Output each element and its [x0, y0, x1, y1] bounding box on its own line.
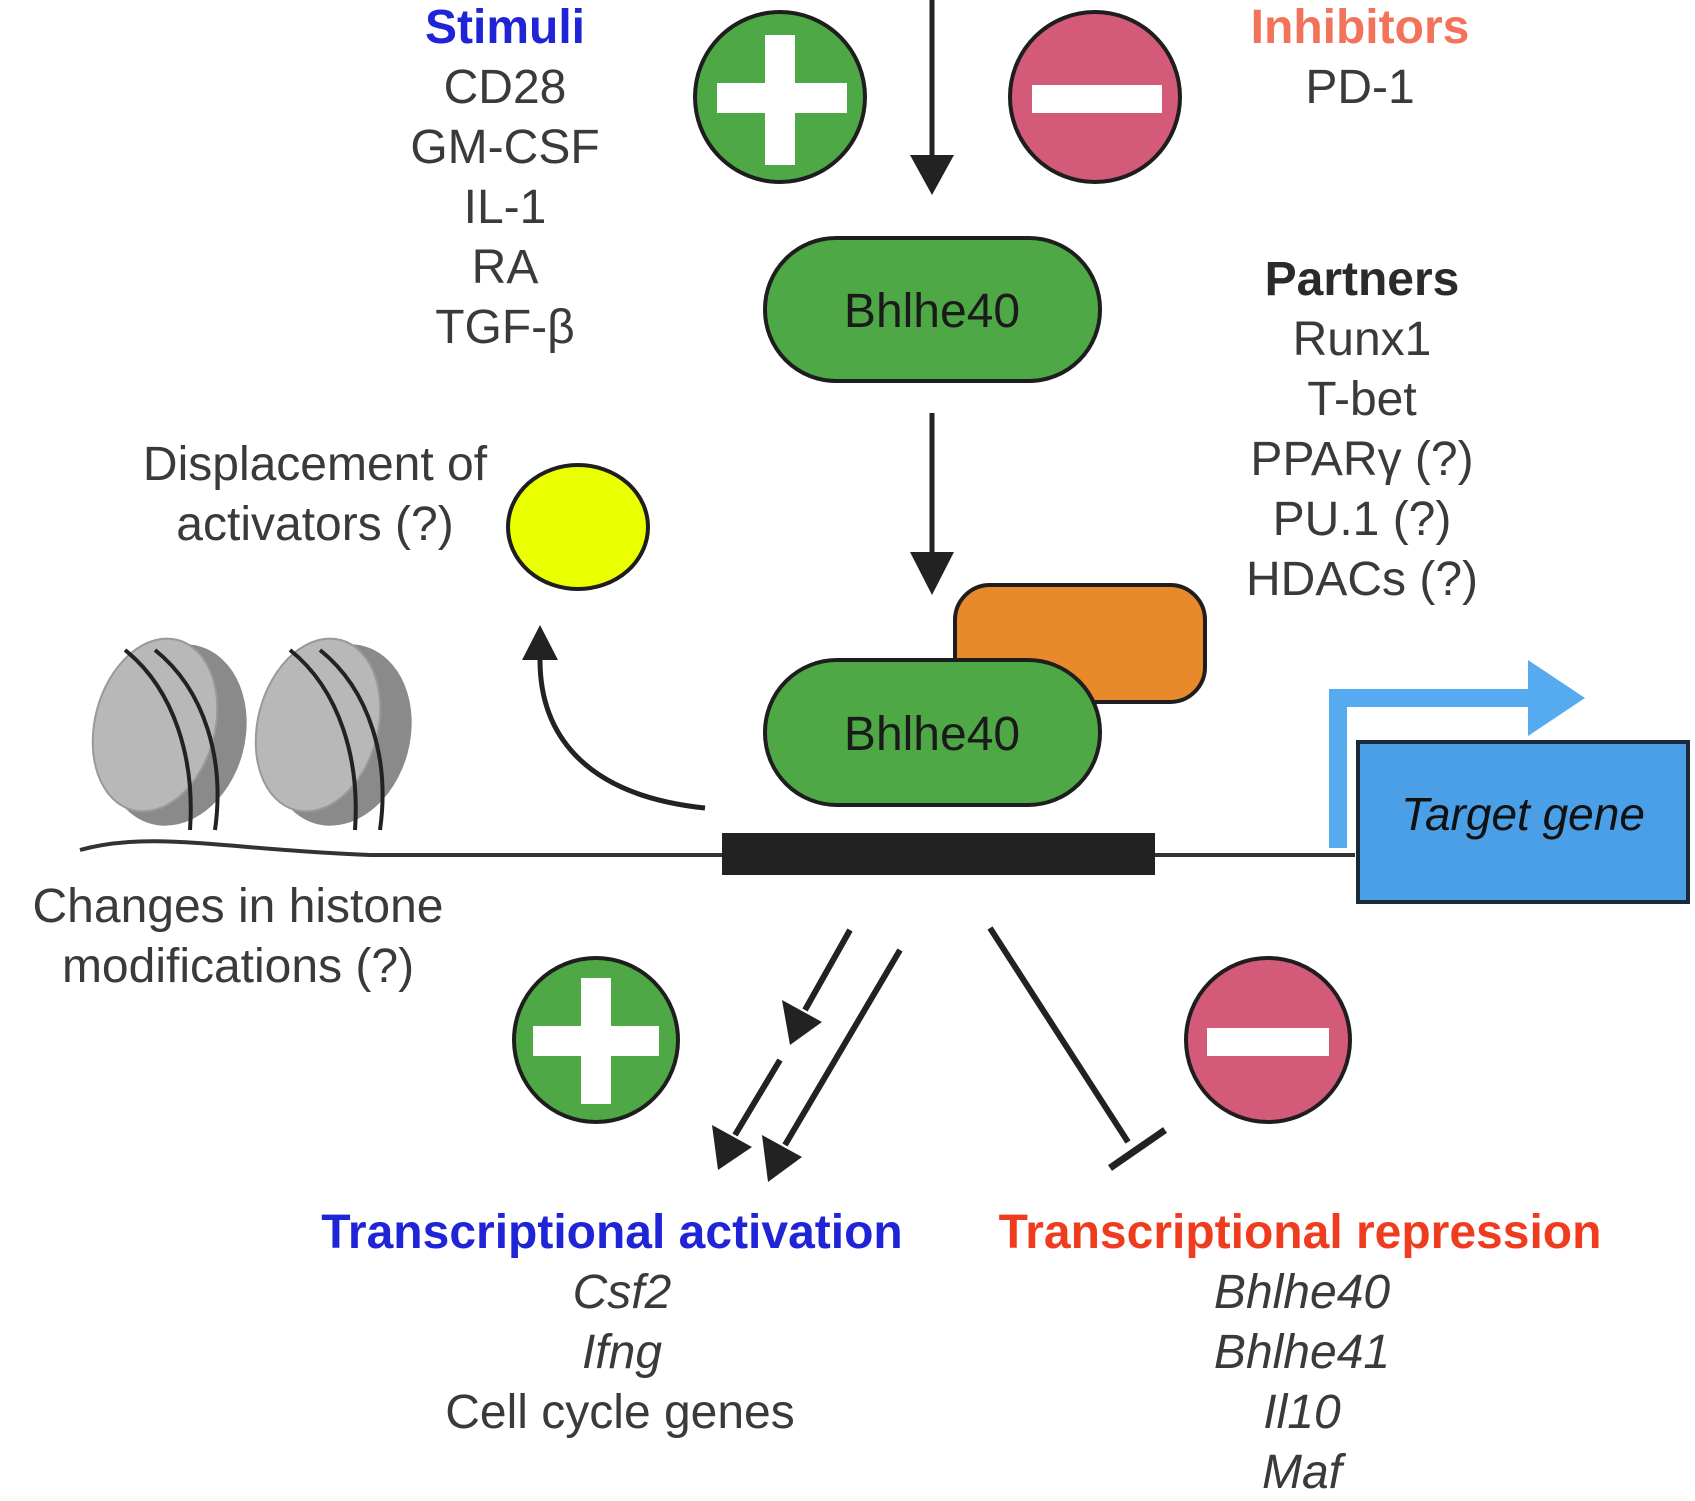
displacement-line: activators (?): [176, 498, 453, 551]
binding-site: [722, 833, 1155, 875]
partners-list: Partners Runx1 T-bet PPARγ (?) PU.1 (?) …: [1246, 253, 1478, 606]
displacement-label: Displacement of activators (?): [143, 438, 488, 551]
stimuli-list: Stimuli CD28 GM-CSF IL-1 RA TGF-β: [410, 1, 599, 354]
activation-item: Csf2: [573, 1266, 672, 1319]
partner-item: HDACs (?): [1246, 553, 1478, 606]
bhlhe40-bound-label: Bhlhe40: [844, 708, 1020, 761]
activation-item: Cell cycle genes: [445, 1386, 795, 1439]
stimulus-item: TGF-β: [435, 301, 575, 354]
partner-item: PPARγ (?): [1250, 433, 1473, 486]
repression-minus-icon: [1184, 956, 1352, 1124]
target-gene-label: Target gene: [1401, 788, 1645, 840]
partner-item: Runx1: [1293, 313, 1432, 366]
stimuli-heading: Stimuli: [425, 1, 585, 54]
activator-circle: [506, 463, 650, 591]
stimulus-item: CD28: [444, 61, 567, 114]
activation-arrows: [712, 928, 903, 1182]
bhlhe40-factor: Bhlhe40: [763, 236, 1102, 383]
activation-item: Ifng: [582, 1326, 662, 1379]
stimulus-item: RA: [472, 241, 539, 294]
activation-list: Transcriptional activation Csf2 Ifng Cel…: [321, 1206, 902, 1439]
histone-line: Changes in histone: [33, 880, 444, 933]
repression-item: Il10: [1263, 1386, 1341, 1439]
displacement-arrow: [522, 625, 706, 811]
plus-icon: [693, 10, 867, 184]
displacement-line: Displacement of: [143, 438, 488, 491]
bhlhe40-bound: Bhlhe40: [763, 658, 1102, 807]
partner-item: T-bet: [1307, 373, 1416, 426]
bhlhe40-label: Bhlhe40: [844, 285, 1020, 338]
histone-label: Changes in histone modifications (?): [33, 880, 444, 993]
activation-heading: Transcriptional activation: [321, 1206, 902, 1259]
repression-heading: Transcriptional repression: [999, 1206, 1602, 1259]
histone-line: modifications (?): [62, 940, 414, 993]
minus-icon: [1008, 10, 1182, 184]
input-arrow: [910, 0, 954, 195]
repression-arrow: [987, 926, 1167, 1171]
repression-list: Transcriptional repression Bhlhe40 Bhlhe…: [999, 1206, 1602, 1499]
activation-plus-icon: [512, 956, 680, 1124]
target-gene-box: Target gene: [1356, 740, 1690, 904]
nucleosome-icon: [79, 637, 412, 857]
repression-item: Maf: [1262, 1446, 1347, 1499]
stimulus-item: GM-CSF: [410, 121, 599, 174]
transcription-start-arrow: [1329, 660, 1585, 848]
repression-item: Bhlhe40: [1214, 1266, 1390, 1319]
inhibitors-heading: Inhibitors: [1251, 1, 1470, 54]
repression-item: Bhlhe41: [1214, 1326, 1390, 1379]
binding-arrow: [910, 413, 954, 595]
inhibitor-item: PD-1: [1305, 61, 1414, 114]
stimulus-item: IL-1: [464, 181, 547, 234]
partner-item: PU.1 (?): [1273, 493, 1452, 546]
partners-heading: Partners: [1265, 253, 1460, 306]
inhibitors-list: Inhibitors PD-1: [1251, 1, 1470, 114]
